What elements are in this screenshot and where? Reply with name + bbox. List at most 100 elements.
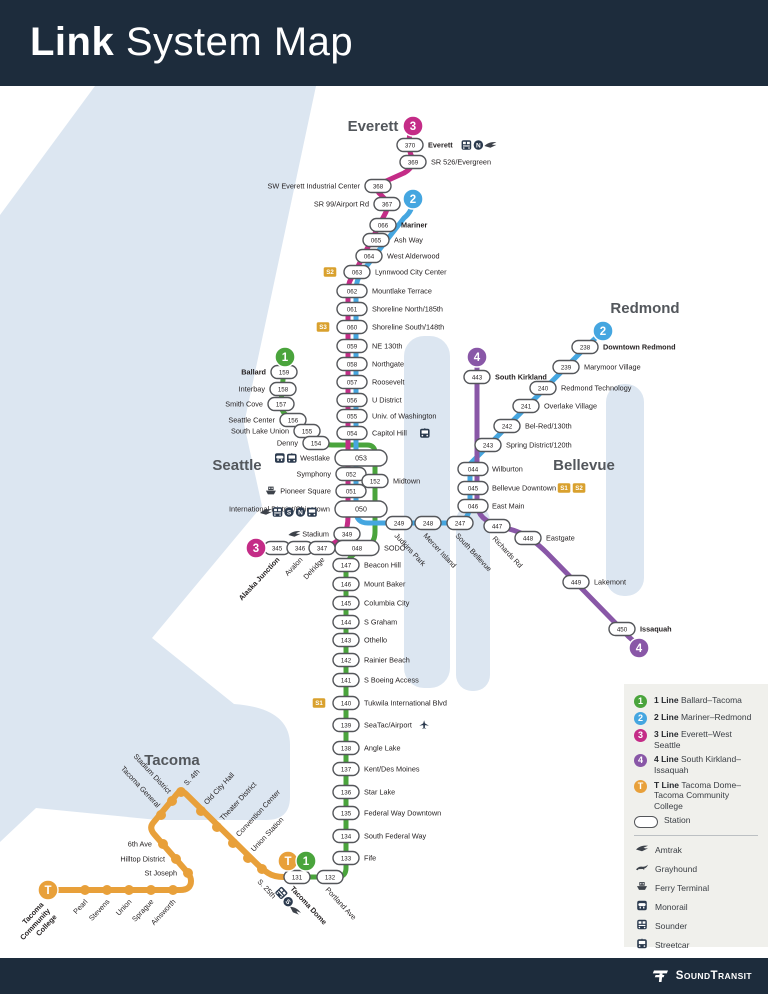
station-oval bbox=[336, 301, 368, 317]
station-label: Wilburton bbox=[492, 465, 523, 474]
station-label: Issaquah bbox=[640, 625, 672, 634]
station-number: 369 bbox=[408, 159, 419, 166]
station-label: Beacon Hill bbox=[364, 561, 401, 570]
station-oval bbox=[283, 869, 311, 885]
station-dot bbox=[156, 810, 166, 820]
amtrak-icon bbox=[484, 142, 497, 148]
station-label: Midtown bbox=[393, 477, 420, 486]
station-oval bbox=[279, 412, 307, 428]
station-oval bbox=[399, 154, 427, 170]
station-label: Eastgate bbox=[546, 534, 575, 543]
legend-mode-label: Monorail bbox=[655, 902, 688, 913]
station-dot bbox=[257, 864, 267, 874]
amtrak-icon bbox=[260, 509, 272, 515]
terminal-1-circle: 1 bbox=[274, 346, 296, 368]
station-label: Lakemont bbox=[594, 578, 626, 587]
station-oval bbox=[336, 338, 368, 354]
svg-text:N: N bbox=[476, 142, 481, 149]
station-label: Hilltop District bbox=[120, 855, 165, 864]
station-label: Alaska Junction bbox=[237, 555, 282, 602]
legend-line-1-circle: 1 bbox=[634, 695, 647, 708]
station-dot bbox=[146, 885, 156, 895]
station-label: SeaTac/Airport bbox=[364, 721, 412, 730]
svg-text:4: 4 bbox=[474, 352, 481, 364]
svg-text:S: S bbox=[287, 509, 292, 516]
legend-station-oval bbox=[634, 816, 658, 829]
station-dot bbox=[171, 854, 181, 864]
station-number: 140 bbox=[341, 700, 352, 707]
legend-line-T-circle: T bbox=[634, 779, 647, 793]
station-oval bbox=[514, 530, 542, 546]
legend-mode-label: Amtrak bbox=[655, 845, 682, 856]
sounder-icon bbox=[272, 507, 283, 517]
legend-line-2-label: 2 Line Mariner–Redmond bbox=[654, 712, 751, 723]
svg-text:T: T bbox=[284, 856, 291, 868]
terminal-4-circle: 4 bbox=[628, 637, 650, 659]
station-label: SW Everett Industrial Center bbox=[268, 182, 361, 191]
station-label: Ballard bbox=[241, 368, 266, 377]
station-oval bbox=[269, 381, 297, 397]
station-oval bbox=[571, 339, 599, 355]
station-oval bbox=[414, 515, 442, 531]
station-label: Spring District/120th bbox=[506, 441, 572, 450]
legend-line-route: South Kirkland–Issaquah bbox=[654, 754, 741, 775]
bS-icon: S bbox=[283, 896, 293, 907]
station-number: 054 bbox=[347, 430, 358, 437]
svg-text:3: 3 bbox=[410, 121, 416, 133]
station-label: Tukwila International Blvd bbox=[364, 699, 447, 708]
bS-icon: S bbox=[284, 507, 294, 517]
station-oval bbox=[512, 398, 540, 414]
station-oval bbox=[493, 418, 521, 434]
station-number: 048 bbox=[352, 545, 363, 552]
lake-area bbox=[404, 336, 450, 688]
legend-mode-streetcar: Streetcar bbox=[634, 938, 758, 953]
station-dot bbox=[124, 885, 134, 895]
station-label: Union bbox=[114, 897, 134, 917]
station-number: 242 bbox=[502, 423, 513, 430]
station-oval bbox=[332, 595, 360, 611]
page-title-rest: System Map bbox=[114, 20, 354, 64]
station-number: 064 bbox=[364, 253, 375, 260]
station-oval bbox=[362, 232, 390, 248]
station-number: 143 bbox=[341, 637, 352, 644]
terminal-3-circle: 3 bbox=[402, 115, 424, 137]
station-oval bbox=[336, 319, 368, 335]
soundtransit-logo-icon bbox=[652, 970, 668, 982]
station-dot bbox=[158, 839, 168, 849]
legend-line-3-label: 3 Line Everett–West Seattle bbox=[654, 729, 758, 750]
station-label: Rainier Beach bbox=[364, 656, 410, 665]
station-oval bbox=[332, 717, 360, 733]
station-number: 062 bbox=[347, 288, 358, 295]
station-label: East Main bbox=[492, 502, 524, 511]
station-label: Northgate bbox=[372, 360, 404, 369]
city-label-tacoma: Tacoma bbox=[144, 752, 200, 769]
station-oval bbox=[336, 356, 368, 372]
station-number: 243 bbox=[483, 442, 494, 449]
station-oval bbox=[332, 828, 360, 844]
station-dot bbox=[168, 885, 178, 895]
station-number: 136 bbox=[341, 789, 352, 796]
station-oval bbox=[316, 869, 344, 885]
station-number: 345 bbox=[272, 545, 283, 552]
legend-line-name: 3 Line bbox=[654, 729, 681, 739]
station-number: 137 bbox=[341, 766, 352, 773]
station-number: 145 bbox=[341, 600, 352, 607]
